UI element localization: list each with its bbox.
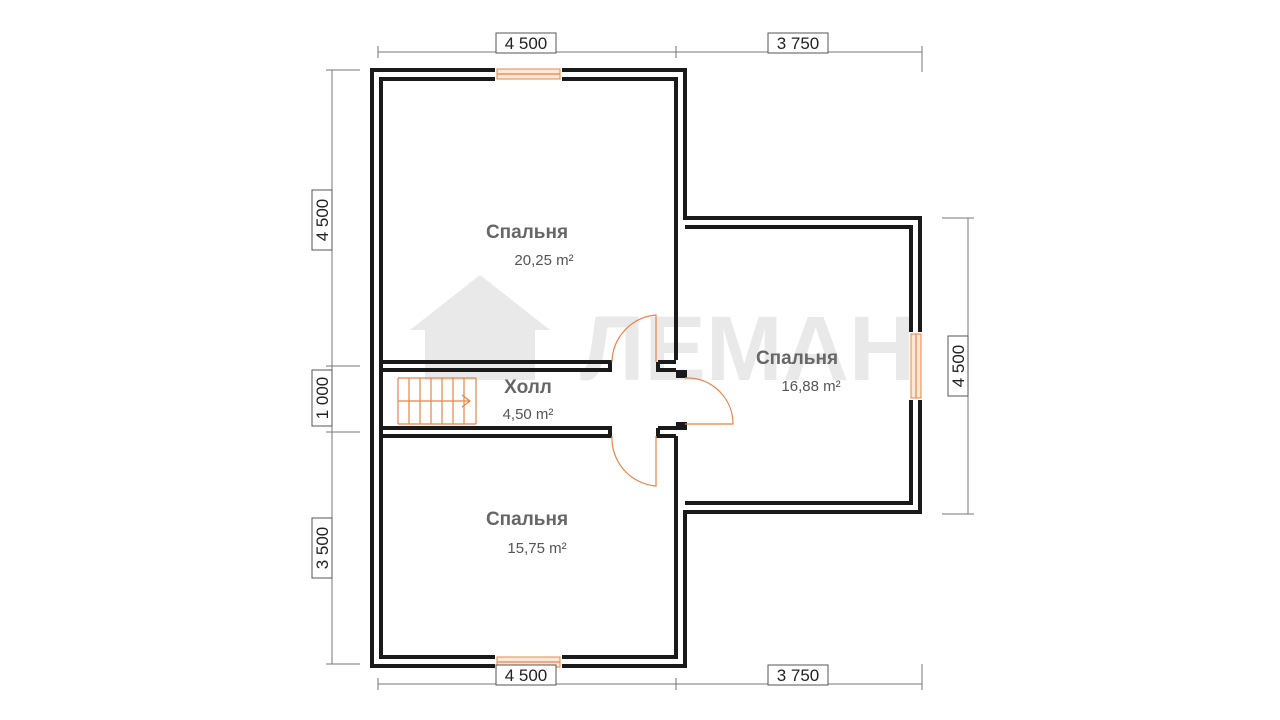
staircase [397,377,477,425]
dim-box-top-left [495,32,557,54]
room-name-top-bedroom: Спальня [486,222,568,243]
room-area-bottom-bedroom: 15,75 m² [507,540,566,557]
dim-right: 4 500 [949,345,968,388]
room-area-right-bedroom: 16,88 m² [781,378,840,395]
dim-bottom-right: 3 750 [777,666,820,685]
doors [611,314,734,487]
dim-bottom-left: 4 500 [505,666,548,685]
right-room-inner-wall [685,225,913,505]
partition-top [381,360,612,372]
watermark-house-icon [410,275,550,380]
room-area-hall: 4,50 m² [503,406,554,423]
watermark: ЛЕМАН [410,275,915,400]
room-name-right-bedroom: Спальня [756,348,838,369]
dim-box-left-bottom [311,517,333,579]
partition-top-right [656,360,676,372]
watermark-text: ЛЕМАН [580,298,915,400]
partition-bottom-right [656,426,676,438]
outer-wall [370,68,922,668]
dim-box-bottom-right [767,664,829,686]
dim-top-right: 3 750 [777,34,820,53]
door-right-bedroom [685,377,734,425]
partition-bottom [381,426,612,438]
dim-box-right [947,335,969,397]
door-jamb [676,370,687,430]
dim-left-middle: 1 000 [313,377,332,420]
dim-box-left-top [311,189,333,251]
room-area-top-bedroom: 20,25 m² [514,252,573,269]
dimension-labels: 4 500 3 750 4 500 3 750 4 500 1 000 3 50… [311,32,969,686]
room-name-bottom-bedroom: Спальня [486,509,568,530]
room-name-hall: Холл [504,377,552,398]
dim-left-top: 4 500 [313,199,332,242]
dim-box-left-middle [311,369,333,427]
dim-top-left: 4 500 [505,34,548,53]
room-labels: Спальня 20,25 m² Холл 4,50 m² Спальня 15… [486,222,841,557]
dim-box-bottom-left [495,664,557,686]
door-top-bedroom [611,314,657,363]
dim-left-bottom: 3 500 [313,527,332,570]
door-bottom-bedroom [611,435,657,487]
dim-box-top-right [767,32,829,54]
windows [496,68,922,668]
walls [370,68,922,668]
